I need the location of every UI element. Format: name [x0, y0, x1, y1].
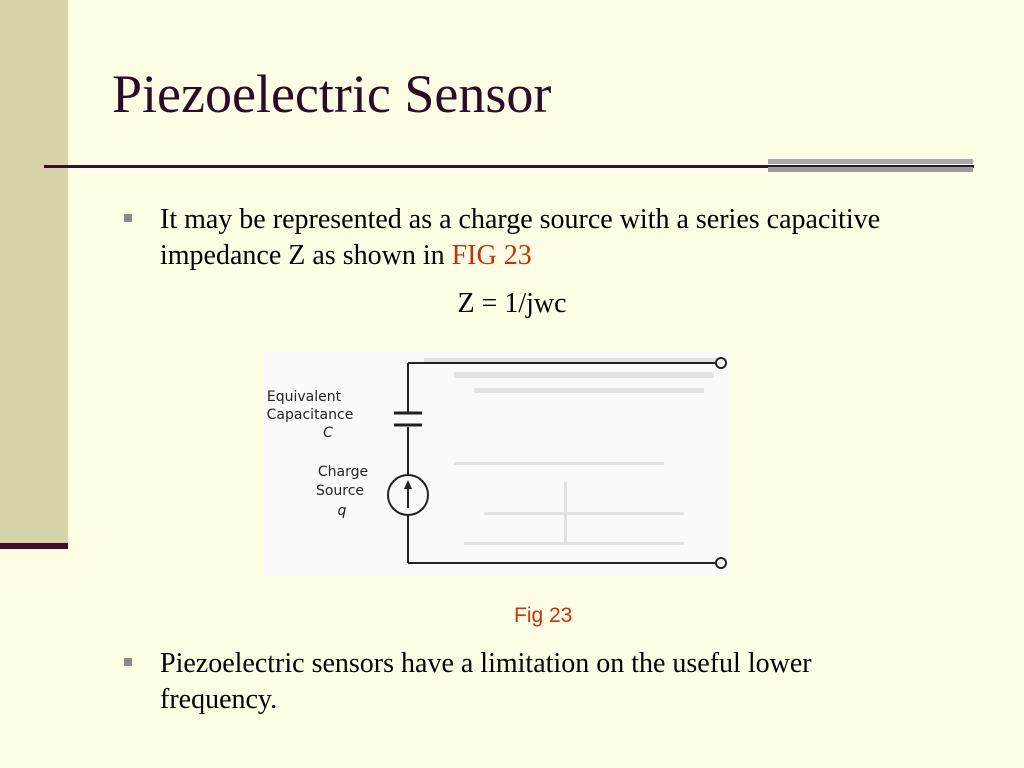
bullet-square-icon — [124, 658, 132, 666]
capacitor-label-line-1: Equivalent — [267, 389, 342, 405]
circuit-diagram: Equivalent Capacitance C Charge Source q — [267, 357, 727, 569]
equation-text: Z = 1/jwc — [457, 288, 567, 319]
impedance-equation: Z = 1/jwc — [0, 286, 1024, 322]
capacitor-label-line-3: C — [323, 425, 333, 441]
source-label-line-2: Source — [316, 483, 364, 499]
bullet-2: Piezoelectric sensors have a limitation … — [124, 646, 900, 718]
capacitor-label-line-2: Capacitance — [267, 407, 354, 423]
left-sidebar-strip — [0, 0, 68, 544]
bullet-2-text: Piezoelectric sensors have a limitation … — [160, 648, 812, 715]
sidebar-footer-rule — [0, 543, 68, 549]
source-label-line-3: q — [338, 503, 347, 519]
bullet-1-text: It may be represented as a charge source… — [160, 204, 881, 271]
accent-bar-1 — [768, 159, 973, 164]
bullet-1: It may be represented as a charge source… — [124, 202, 900, 274]
terminal-top — [715, 357, 727, 369]
slide-title: Piezoelectric Sensor — [112, 64, 552, 124]
charge-source-symbol — [387, 474, 429, 516]
title-divider — [44, 165, 974, 168]
figure-caption: Fig 23 — [514, 604, 573, 627]
capacitor-symbol — [394, 411, 422, 427]
source-label-line-1: Charge — [318, 464, 368, 480]
circuit-figure: Equivalent Capacitance C Charge Source q — [264, 352, 730, 576]
figure-reference: FIG 23 — [451, 240, 532, 271]
accent-bar-2 — [768, 167, 973, 172]
circuit-wires — [407, 362, 717, 564]
bullet-square-icon — [124, 214, 132, 222]
terminal-bottom — [715, 557, 727, 569]
scan-artifacts — [424, 358, 724, 545]
accent-bars — [768, 159, 973, 180]
